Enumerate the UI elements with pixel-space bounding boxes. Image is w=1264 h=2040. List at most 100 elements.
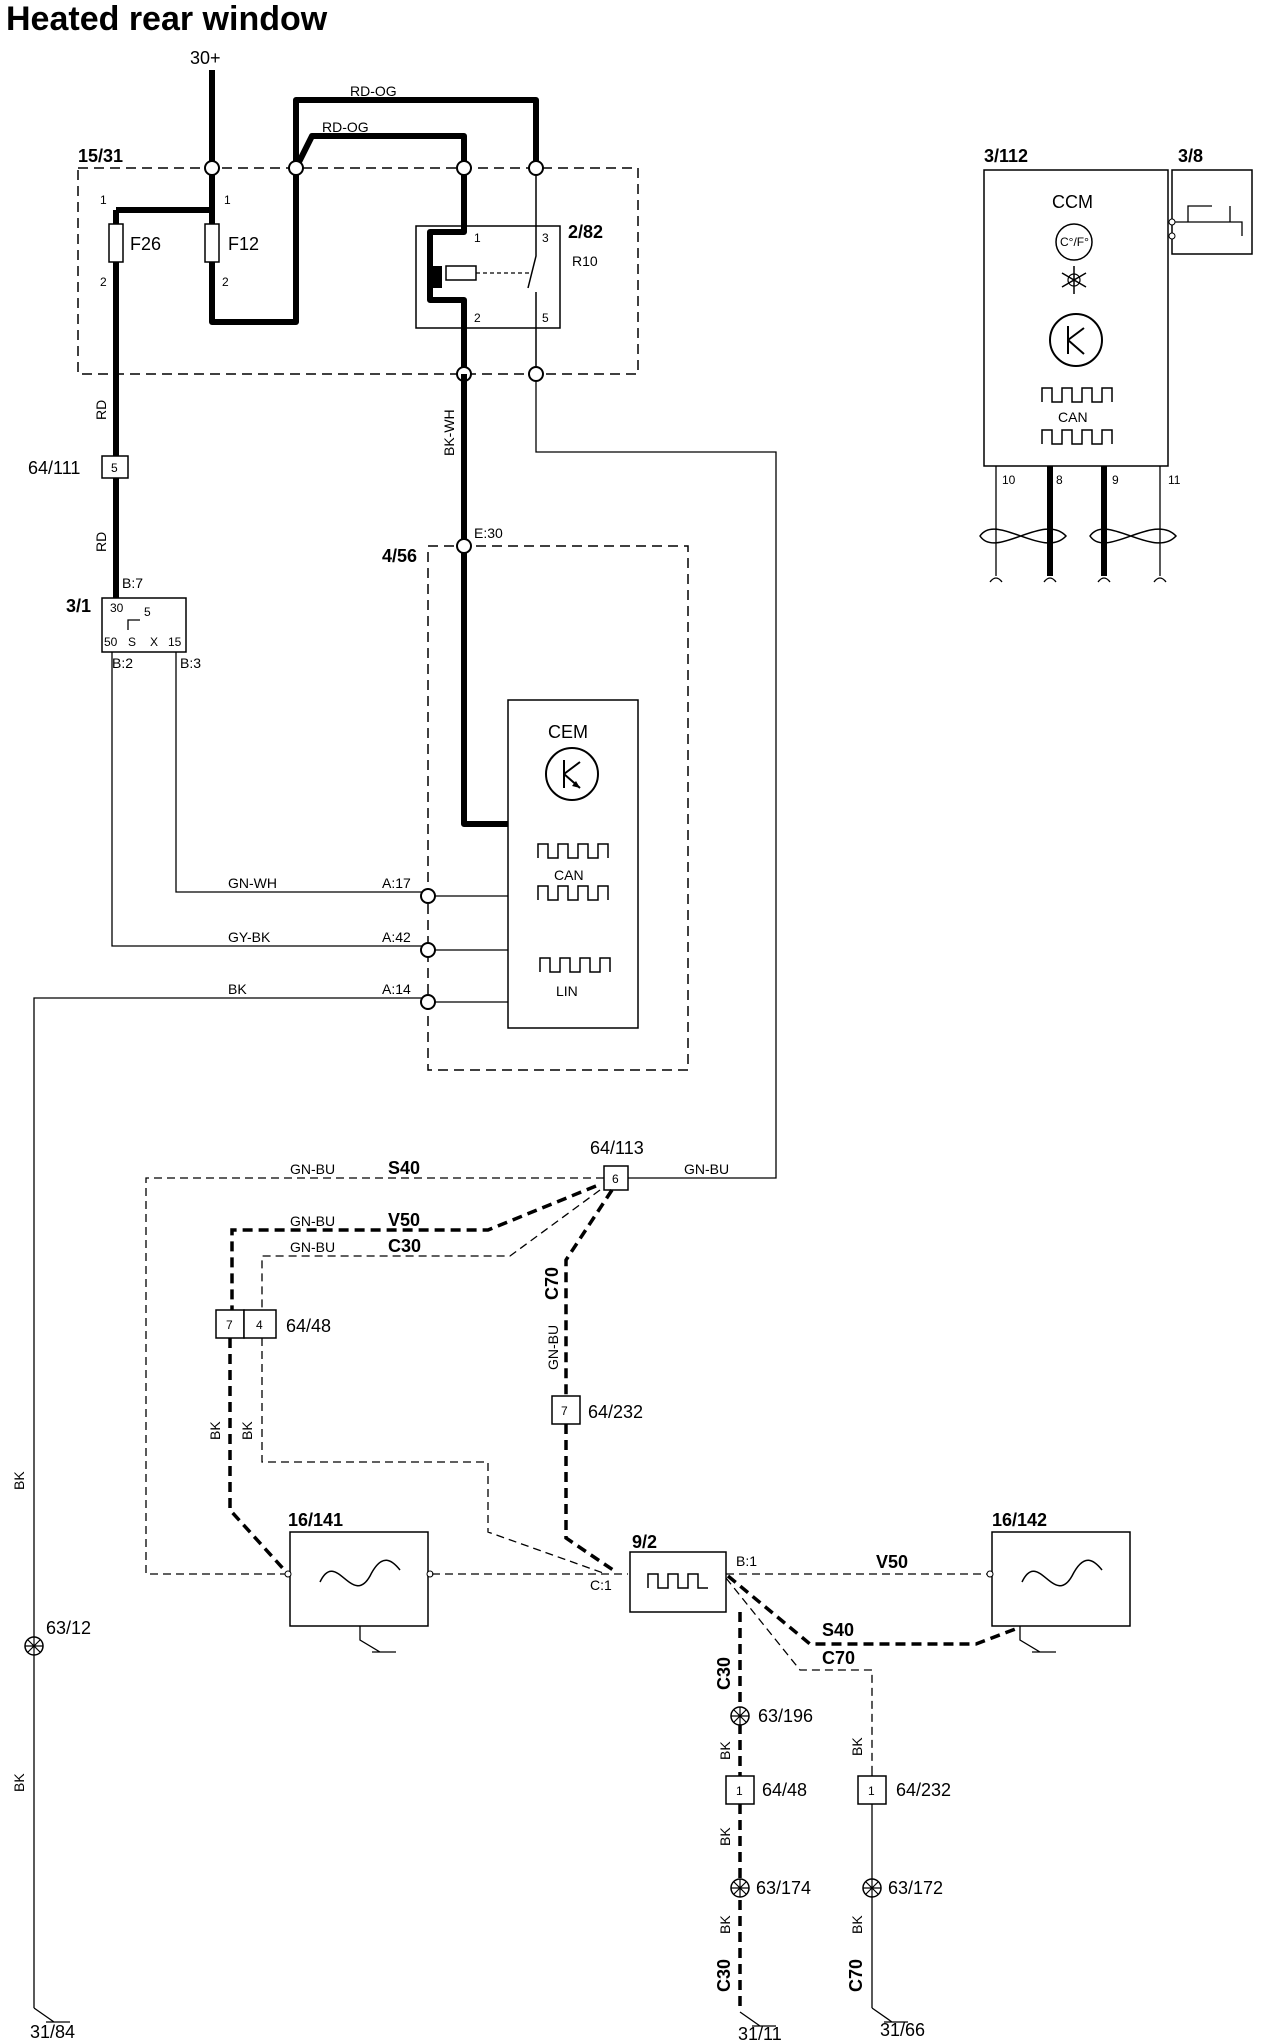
connector-64-232-lower bbox=[857, 1775, 887, 1805]
heater-pin-b1: B:1 bbox=[736, 1553, 757, 1569]
wire-c30-bk-down bbox=[261, 1338, 607, 1575]
heater-pin-c1: C:1 bbox=[590, 1577, 612, 1593]
f26-pin-2: 2 bbox=[100, 275, 107, 289]
wire-s40-right bbox=[726, 1574, 1019, 1646]
ground-31-84-label: 31/84 bbox=[30, 2022, 75, 2040]
node-cem-e30 bbox=[456, 538, 472, 554]
c64-48-lower-pin: 1 bbox=[736, 1784, 743, 1798]
wire-gn-wh-label: GN-WH bbox=[228, 875, 277, 891]
heater-element-icon-2 bbox=[1021, 1559, 1103, 1587]
wire-f12 bbox=[209, 168, 299, 325]
fuse-f12-label: F12 bbox=[228, 234, 259, 254]
heater-16-142-label: 16/142 bbox=[992, 1510, 1047, 1530]
relay-label: 2/82 bbox=[568, 222, 603, 242]
cem-pin-e30: E:30 bbox=[474, 525, 503, 541]
wire-v50-bk-down bbox=[228, 1338, 290, 1576]
ign-pin-30: 30 bbox=[110, 601, 124, 615]
ground-31-11-icon bbox=[739, 2011, 776, 2027]
c64-232-pin-label: 7 bbox=[561, 1404, 568, 1418]
heater-element-9-2-label: 9/2 bbox=[632, 1532, 657, 1552]
ground-31-66-icon bbox=[871, 2007, 908, 2023]
wire-gn-bu-label-s40: GN-BU bbox=[290, 1161, 335, 1177]
splice-63-12-label: 63/12 bbox=[46, 1618, 91, 1638]
relay-icon bbox=[427, 168, 537, 372]
connector-64-111-label: 64/111 bbox=[28, 458, 80, 478]
node-fb-1 bbox=[204, 160, 220, 176]
wire-rd-label-1: RD bbox=[93, 400, 109, 420]
wire-c70-right bbox=[725, 1577, 873, 1768]
sensor-3-8 bbox=[1171, 169, 1253, 255]
ccm-can-label: CAN bbox=[1058, 409, 1088, 425]
relay-pin-1: 1 bbox=[474, 231, 481, 245]
heater-element-icon bbox=[319, 1559, 401, 1587]
rear-window-heater-16-141 bbox=[289, 1531, 429, 1627]
node-cem-a42 bbox=[420, 942, 436, 958]
ign-pin-s: S bbox=[128, 635, 136, 649]
wire-bk-label-c70a: BK bbox=[849, 1737, 865, 1756]
connector-64-232-lower-label: 64/232 bbox=[896, 1780, 951, 1800]
connector-64-48-lower-label: 64/48 bbox=[762, 1780, 807, 1800]
ignition-switch-label: 3/1 bbox=[66, 596, 91, 616]
f26-pin-1: 1 bbox=[100, 193, 107, 207]
node-fb-6 bbox=[528, 366, 544, 382]
connector-64-48-lower bbox=[725, 1775, 755, 1805]
label-v50-right: V50 bbox=[876, 1552, 908, 1572]
wire-rd-og-label-1: RD-OG bbox=[350, 83, 397, 99]
cem-label: CEM bbox=[548, 722, 588, 742]
wire-bk-wh bbox=[461, 374, 508, 827]
label-v50-top: V50 bbox=[388, 1210, 420, 1230]
ccm-temp-label: C°/F° bbox=[1060, 235, 1089, 249]
sensor-circuit-icon bbox=[1172, 205, 1243, 236]
lin-bus-icon bbox=[539, 957, 611, 973]
relay-pin-5: 5 bbox=[542, 311, 549, 325]
node-fb-2 bbox=[288, 160, 304, 176]
rear-window-heater-16-142 bbox=[991, 1531, 1131, 1627]
c64-48-pin4-label: 4 bbox=[256, 1318, 263, 1332]
node-cem-a17 bbox=[420, 888, 436, 904]
snowflake-icon bbox=[1061, 266, 1087, 294]
label-s40-top: S40 bbox=[388, 1158, 420, 1178]
ccm-thick-wires bbox=[1047, 466, 1107, 576]
ccm-pin-11: 11 bbox=[1168, 473, 1181, 487]
splice-icon-3 bbox=[862, 1878, 882, 1898]
ignition-switch-3-1 bbox=[101, 597, 187, 653]
wire-bk-ground bbox=[33, 997, 428, 2008]
wire-gn-bu-relay bbox=[535, 380, 777, 1179]
wire-bk-label-left-1: BK bbox=[11, 1471, 27, 1490]
wire-v50-left bbox=[230, 1184, 597, 1310]
cem-module-4-56 bbox=[427, 545, 689, 1071]
c64-111-pin: 5 bbox=[111, 461, 118, 475]
wire-rd-og-inner bbox=[293, 133, 467, 170]
sensor-3-8-label: 3/8 bbox=[1178, 146, 1203, 166]
wire-bk-label-64-48b: BK bbox=[239, 1421, 255, 1440]
wire-gn-bu-label-c70: GN-BU bbox=[545, 1325, 561, 1370]
thermometer-icon bbox=[1055, 223, 1093, 261]
node-fb-4 bbox=[528, 160, 544, 176]
ign-pin-50: 50 bbox=[104, 635, 118, 649]
cem-can-label: CAN bbox=[554, 867, 584, 883]
ccm-pin-8: 8 bbox=[1056, 473, 1063, 487]
connector-64-48-pin4 bbox=[243, 1309, 277, 1339]
connector-64-232-label: 64/232 bbox=[588, 1402, 643, 1422]
ground-icon bbox=[359, 1626, 396, 1653]
ign-pin-b7: B:7 bbox=[122, 575, 143, 591]
splice-icon bbox=[730, 1706, 750, 1726]
wire-c70 bbox=[564, 1189, 614, 1396]
ign-pin-x: X bbox=[150, 635, 158, 649]
c64-232-lower-pin: 1 bbox=[868, 1784, 875, 1798]
connector-64-113-label: 64/113 bbox=[590, 1138, 644, 1158]
twisted-pair-icon bbox=[979, 528, 1178, 544]
heater-16-141-label: 16/141 bbox=[288, 1510, 343, 1530]
wire-bk-wh-label: BK-WH bbox=[441, 409, 457, 456]
relay-pin-2: 2 bbox=[474, 311, 481, 325]
label-c30-vertical-1: C30 bbox=[714, 1657, 734, 1690]
wire-rd-og-label-2: RD-OG bbox=[322, 119, 369, 135]
label-c70-vertical-2: C70 bbox=[846, 1959, 866, 1992]
ground-icon-2 bbox=[1019, 1626, 1056, 1653]
label-c70-right: C70 bbox=[822, 1648, 855, 1668]
ground-31-11-label: 31/11 bbox=[738, 2024, 782, 2040]
wire-bk-label-c30b: BK bbox=[717, 1827, 733, 1846]
ccm-pin-10: 10 bbox=[1002, 473, 1016, 487]
label-c70-vertical: C70 bbox=[542, 1267, 562, 1300]
wire-bk-label-c30c: BK bbox=[717, 1915, 733, 1934]
